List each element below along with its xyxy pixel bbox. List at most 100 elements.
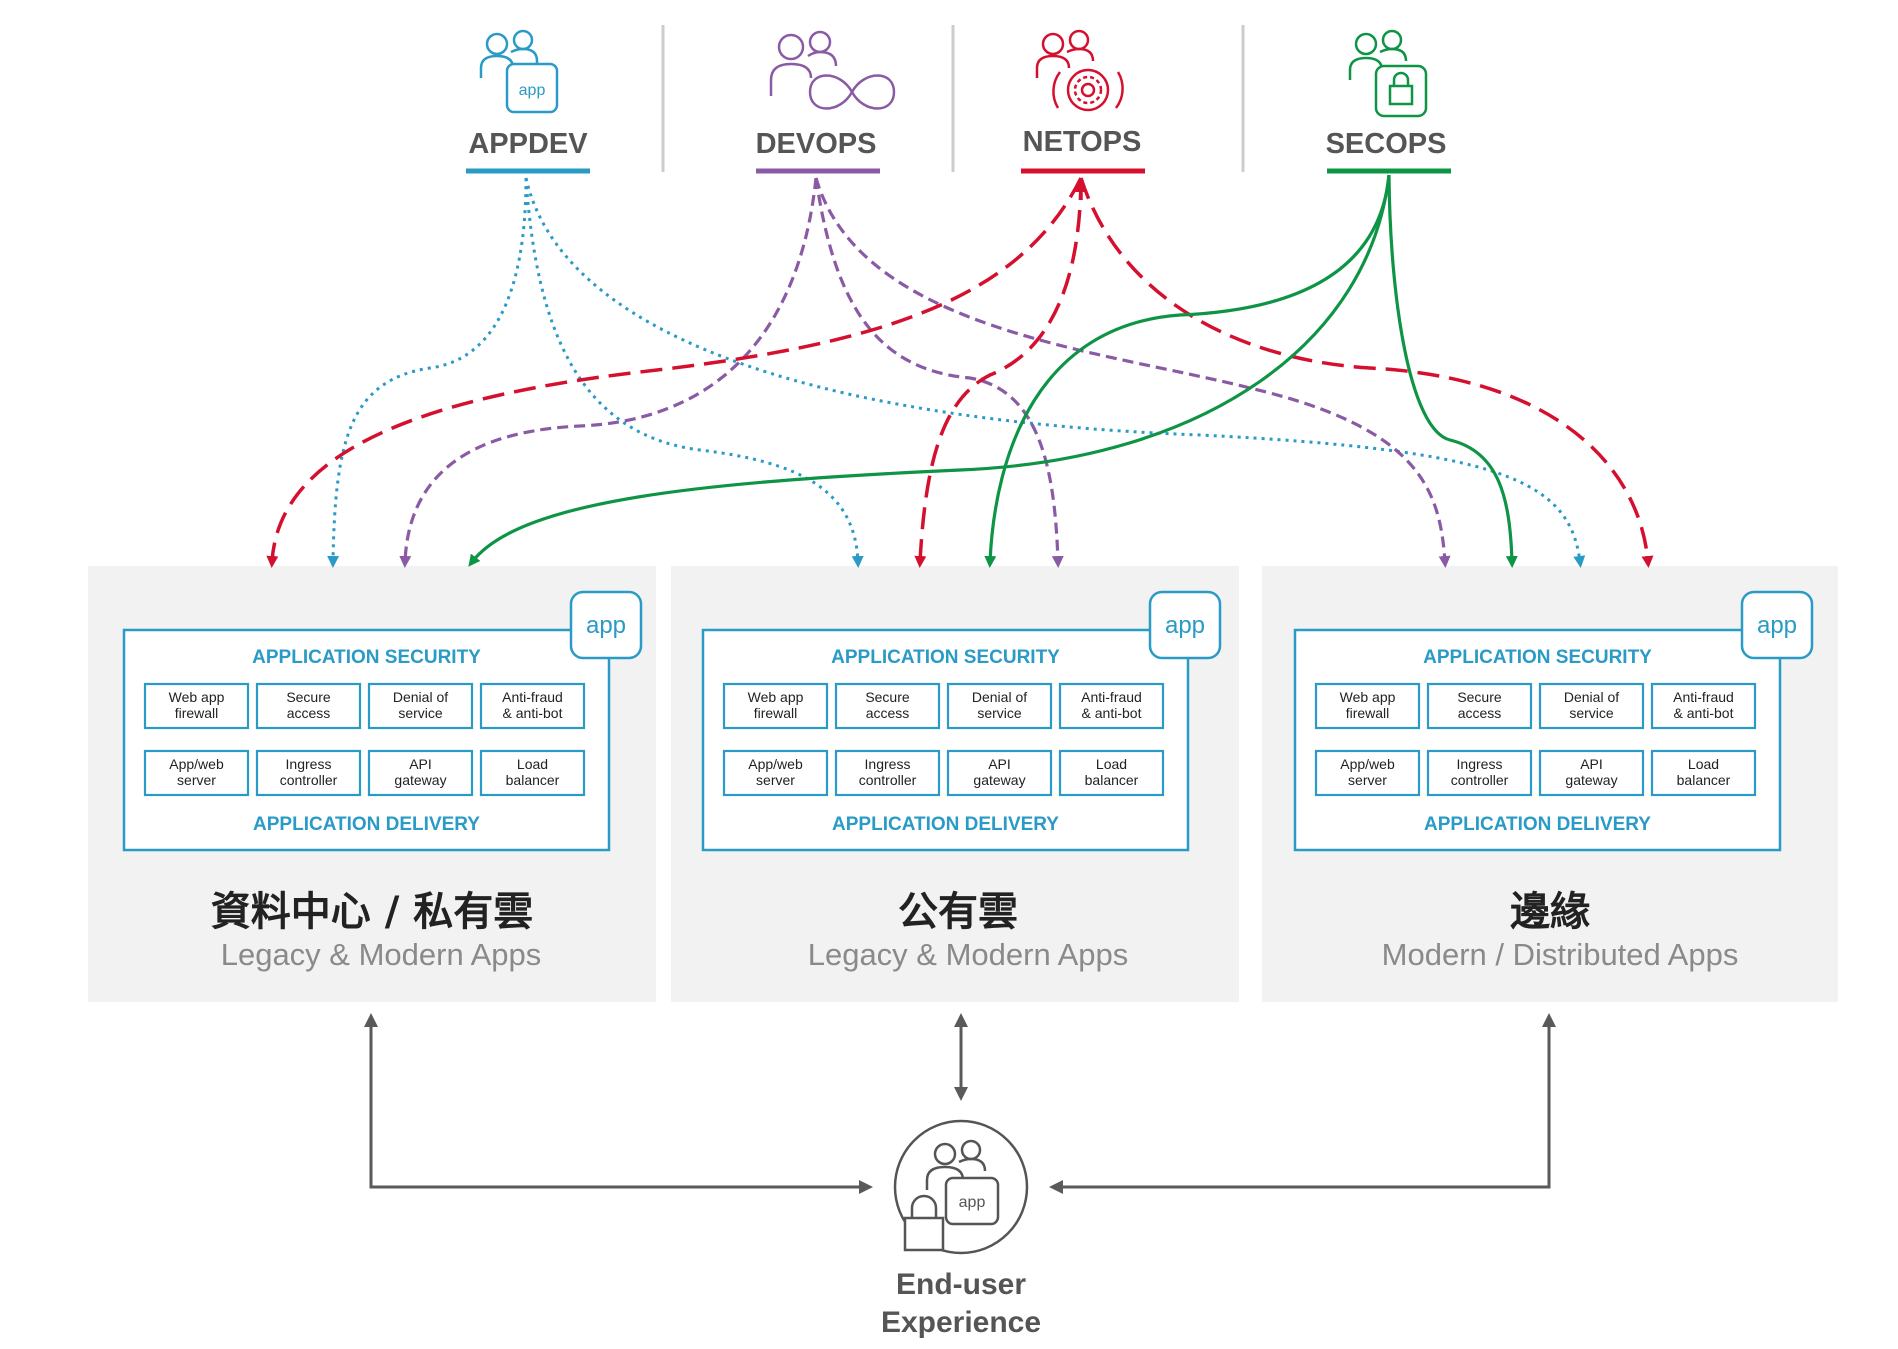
security-cell-label: Secure <box>286 689 331 705</box>
application-security-title: APPLICATION SECURITY <box>831 647 1060 668</box>
security-cell <box>1314 682 1421 730</box>
delivery-cell-label: App/web <box>1340 756 1395 772</box>
appdev-to-public-cloud <box>524 177 864 568</box>
app-badge-icon <box>569 590 643 660</box>
delivery-cell-label: balancer <box>1677 772 1731 788</box>
team-appdev-badge: app <box>519 82 546 99</box>
security-cell-label: service <box>1569 705 1614 721</box>
delivery-cell-label: balancer <box>1085 772 1139 788</box>
end-user: app End-user Experience <box>881 1119 1041 1339</box>
security-cell-label: Anti-fraud <box>1673 689 1734 705</box>
delivery-cell-label: Load <box>1096 756 1127 772</box>
delivery-cell-label: gateway <box>1565 772 1617 788</box>
netops-to-datacenter <box>266 177 1083 568</box>
security-cell-label: & anti-bot <box>1674 705 1734 721</box>
security-cell <box>1538 682 1645 730</box>
end-user-connectors <box>364 1013 1556 1194</box>
env-title-public-cloud: 公有雲 <box>898 889 1018 935</box>
delivery-cell-label: controller <box>1451 772 1509 788</box>
datacenter-to-end-user <box>364 1013 873 1194</box>
delivery-cell <box>1426 749 1533 797</box>
devops-to-public-cloud <box>814 177 1064 568</box>
team-appdev-label: APPDEV <box>468 128 588 160</box>
devops-connectors <box>399 177 1451 568</box>
app-badge-label: app <box>1757 612 1797 639</box>
security-cell <box>1650 682 1757 730</box>
delivery-cell <box>1650 749 1757 797</box>
application-delivery-title: APPLICATION DELIVERY <box>253 814 480 835</box>
app-badge-icon <box>1740 590 1814 660</box>
app-stack-frame <box>122 628 611 852</box>
end-user-app-badge: app <box>959 1194 986 1211</box>
security-cell-label: Denial of <box>393 689 448 705</box>
delivery-cell-label: gateway <box>394 772 446 788</box>
team-netops: NETOPS <box>1021 29 1145 174</box>
security-cell-label: service <box>977 705 1022 721</box>
security-cell-label: access <box>287 705 331 721</box>
security-cell-label: & anti-bot <box>1082 705 1142 721</box>
env-subtitle-datacenter: Legacy & Modern Apps <box>221 937 542 972</box>
devops-to-edge <box>814 177 1451 568</box>
security-cell-label: firewall <box>1346 705 1390 721</box>
application-security-title: APPLICATION SECURITY <box>1423 647 1652 668</box>
app-stacks: APPLICATION SECURITY APPLICATION DELIVERY… <box>122 590 1814 852</box>
delivery-cell-label: server <box>756 772 795 788</box>
security-cell <box>367 682 474 730</box>
delivery-cell-label: server <box>1348 772 1387 788</box>
people-app-icon <box>479 29 559 114</box>
delivery-cell-label: Load <box>1688 756 1719 772</box>
delivery-cell-label: Ingress <box>286 756 332 772</box>
team-netops-label: NETOPS <box>1023 126 1142 158</box>
netops-to-public-cloud <box>914 177 1083 568</box>
delivery-cell-label: API <box>988 756 1011 772</box>
security-cell-label: firewall <box>175 705 219 721</box>
app-badge-label: app <box>1165 612 1205 639</box>
delivery-cell-label: API <box>409 756 432 772</box>
end-user-lock-icon <box>893 1119 1029 1255</box>
security-cell <box>946 682 1053 730</box>
delivery-cell-label: gateway <box>973 772 1025 788</box>
env-subtitle-public-cloud: Legacy & Modern Apps <box>808 937 1129 972</box>
application-delivery-title: APPLICATION DELIVERY <box>832 814 1059 835</box>
delivery-cell <box>255 749 362 797</box>
app-stack-public-cloud: APPLICATION SECURITY APPLICATION DELIVERY… <box>701 590 1222 852</box>
team-secops-label: SECOPS <box>1326 128 1447 160</box>
env-title-edge: 邊緣 <box>1510 889 1590 935</box>
delivery-cell-label: balancer <box>506 772 560 788</box>
env-subtitle-edge: Modern / Distributed Apps <box>1382 937 1739 972</box>
app-stack-edge: APPLICATION SECURITY APPLICATION DELIVERY… <box>1293 590 1814 852</box>
team-appdev: app APPDEV <box>466 29 590 174</box>
env-title-datacenter: 資料中心 / 私有雲 <box>211 889 533 935</box>
delivery-cell <box>946 749 1053 797</box>
security-cell-label: Denial of <box>972 689 1027 705</box>
team-devops: DEVOPS <box>756 30 896 174</box>
security-cell-label: firewall <box>754 705 798 721</box>
appdev-to-datacenter <box>327 177 528 568</box>
connector-curves <box>266 174 1654 568</box>
delivery-cell <box>367 749 474 797</box>
security-cell <box>722 682 829 730</box>
delivery-cell-label: Ingress <box>1457 756 1503 772</box>
application-delivery-title: APPLICATION DELIVERY <box>1424 814 1651 835</box>
app-stack-datacenter: APPLICATION SECURITY APPLICATION DELIVERY… <box>122 590 643 852</box>
security-cell-label: Secure <box>865 689 910 705</box>
security-cell <box>1058 682 1165 730</box>
security-cell-label: Secure <box>1457 689 1502 705</box>
netops-connectors <box>266 177 1654 568</box>
security-cell-label: Web app <box>748 689 804 705</box>
people-infinity-icon <box>769 30 896 110</box>
delivery-cell-label: controller <box>280 772 338 788</box>
security-cell-label: service <box>398 705 443 721</box>
security-cell-label: access <box>1458 705 1502 721</box>
delivery-cell-label: App/web <box>748 756 803 772</box>
application-security-title: APPLICATION SECURITY <box>252 647 481 668</box>
end-user-label-line2: Experience <box>881 1306 1041 1339</box>
end-user-label-line1: End-user <box>896 1268 1026 1301</box>
security-cell-label: Anti-fraud <box>502 689 563 705</box>
security-cell <box>255 682 362 730</box>
security-cell-label: Anti-fraud <box>1081 689 1142 705</box>
delivery-cell <box>1058 749 1165 797</box>
delivery-cell <box>1538 749 1645 797</box>
delivery-cell <box>722 749 829 797</box>
